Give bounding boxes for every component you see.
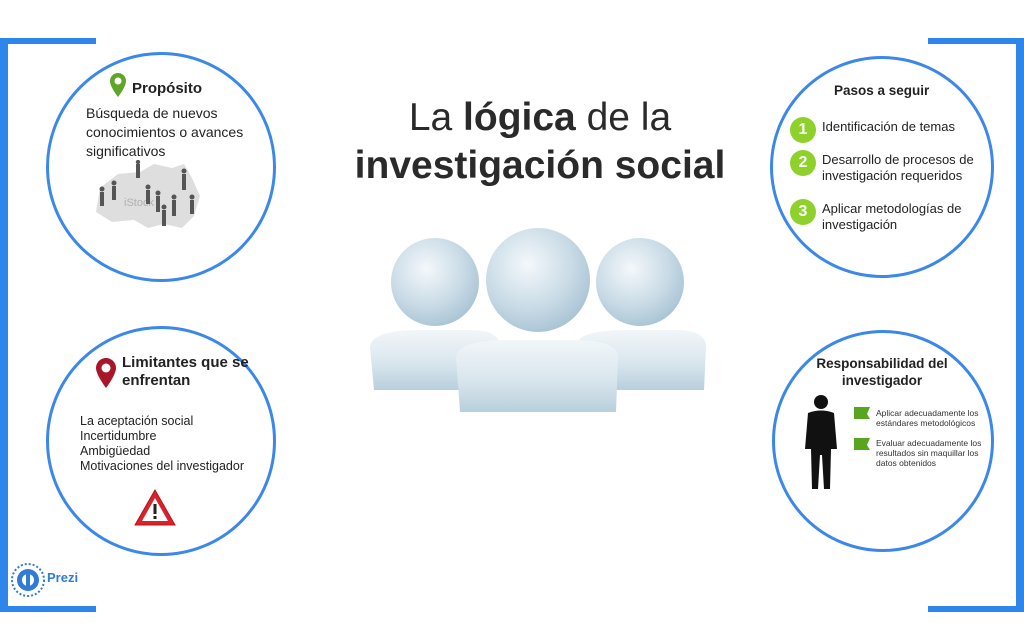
step-item: 1 Identificación de temas (790, 117, 998, 143)
proposito-text: Búsqueda de nuevos conocimientos o avanc… (86, 105, 244, 159)
location-pin-icon (96, 358, 116, 388)
prezi-label[interactable]: Prezi (47, 570, 79, 585)
step-text: Aplicar metodologías de investigación (822, 201, 962, 232)
list-item: Ambigüedad (80, 444, 151, 458)
green-flag-icon (854, 407, 870, 419)
responsabilidad-item: Aplicar adecuadamente los estándares met… (876, 408, 979, 428)
step-text: Identificación de temas (822, 119, 955, 134)
list-item: La aceptación social (80, 414, 194, 428)
step-item: 2 Desarrollo de procesos de investigació… (790, 150, 998, 184)
frame-bracket-right (928, 38, 1024, 612)
step-number-badge: 1 (790, 117, 816, 143)
list-item: Motivaciones del investigador (80, 459, 244, 473)
location-pin-icon (110, 73, 126, 97)
prezi-logo-icon (11, 563, 45, 597)
people-group-icon (370, 228, 706, 412)
list-item: Incertidumbre (80, 429, 157, 443)
title-part2: de la (575, 96, 672, 139)
responsabilidad-circle (772, 330, 994, 552)
frame-bracket-left (0, 38, 96, 612)
step-item: 3 Aplicar metodologías de investigación (790, 199, 998, 233)
step-text: Desarrollo de procesos de investigación … (822, 152, 974, 183)
businessman-silhouette-icon (805, 395, 837, 489)
responsabilidad-heading: Responsabilidad del investigador (816, 356, 948, 388)
green-flag-icon (854, 438, 870, 450)
title-part1: La (408, 96, 464, 139)
step-number-badge: 2 (790, 150, 816, 176)
title-bold-word: lógica (463, 96, 576, 139)
responsabilidad-item: Evaluar adecuadamente los resultados sin… (876, 438, 982, 468)
prezi-badge[interactable] (10, 562, 90, 597)
limitantes-list: La aceptación social Incertidumbre Ambig… (80, 414, 244, 474)
limitantes-heading: Limitantes que se enfrentan (122, 354, 249, 389)
warning-icon (134, 488, 176, 526)
page-title: La lógica de la investigación social (330, 94, 750, 190)
step-number-badge: 3 (790, 199, 816, 225)
proposito-heading: Propósito (132, 80, 202, 97)
people-map-image: iStock (96, 160, 200, 228)
title-line2: investigación social (354, 144, 726, 187)
pasos-heading: Pasos a seguir (834, 83, 930, 98)
